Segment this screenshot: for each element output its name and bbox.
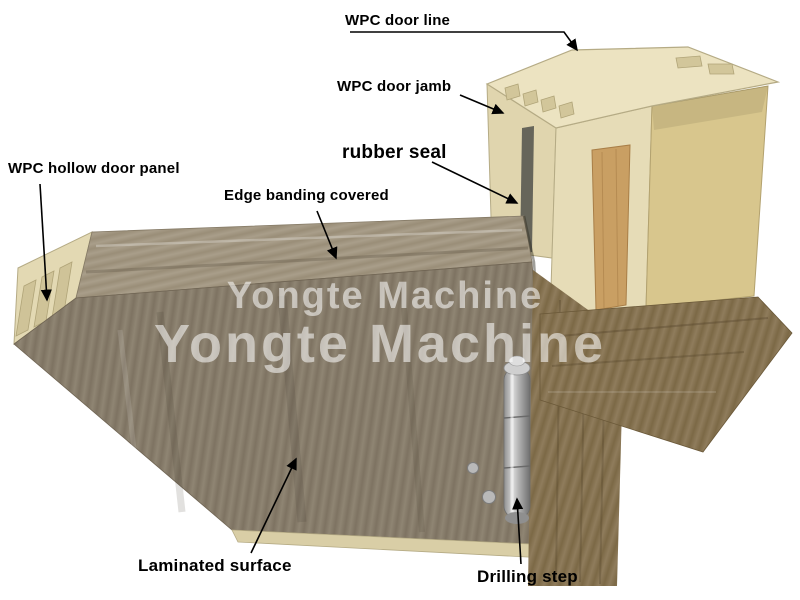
label-drilling-step: Drilling step: [477, 567, 578, 586]
label-wpc-hollow-door-panel: WPC hollow door panel: [8, 160, 180, 177]
label-wpc-door-line: WPC door line: [345, 12, 451, 29]
frame-wood-body: [528, 270, 793, 586]
label-edge-banding-covered: Edge banding covered: [224, 187, 389, 204]
watermark-text-2: Yongte Machine: [154, 314, 606, 374]
door-hinge: [467, 355, 531, 524]
watermark: Yongte Machine Yongte Machine: [154, 275, 606, 374]
watermark-text-1: Yongte Machine: [227, 275, 544, 317]
hinge-screw: [467, 462, 479, 474]
label-rubber-seal: rubber seal: [342, 142, 447, 163]
wpc-frame-cross-section: [485, 46, 781, 321]
hinge-screw: [482, 490, 496, 504]
wpc-door-panel: [13, 215, 554, 559]
label-wpc-door-jamb: WPC door jamb: [337, 78, 452, 95]
label-laminated-surface: Laminated surface: [138, 556, 292, 575]
